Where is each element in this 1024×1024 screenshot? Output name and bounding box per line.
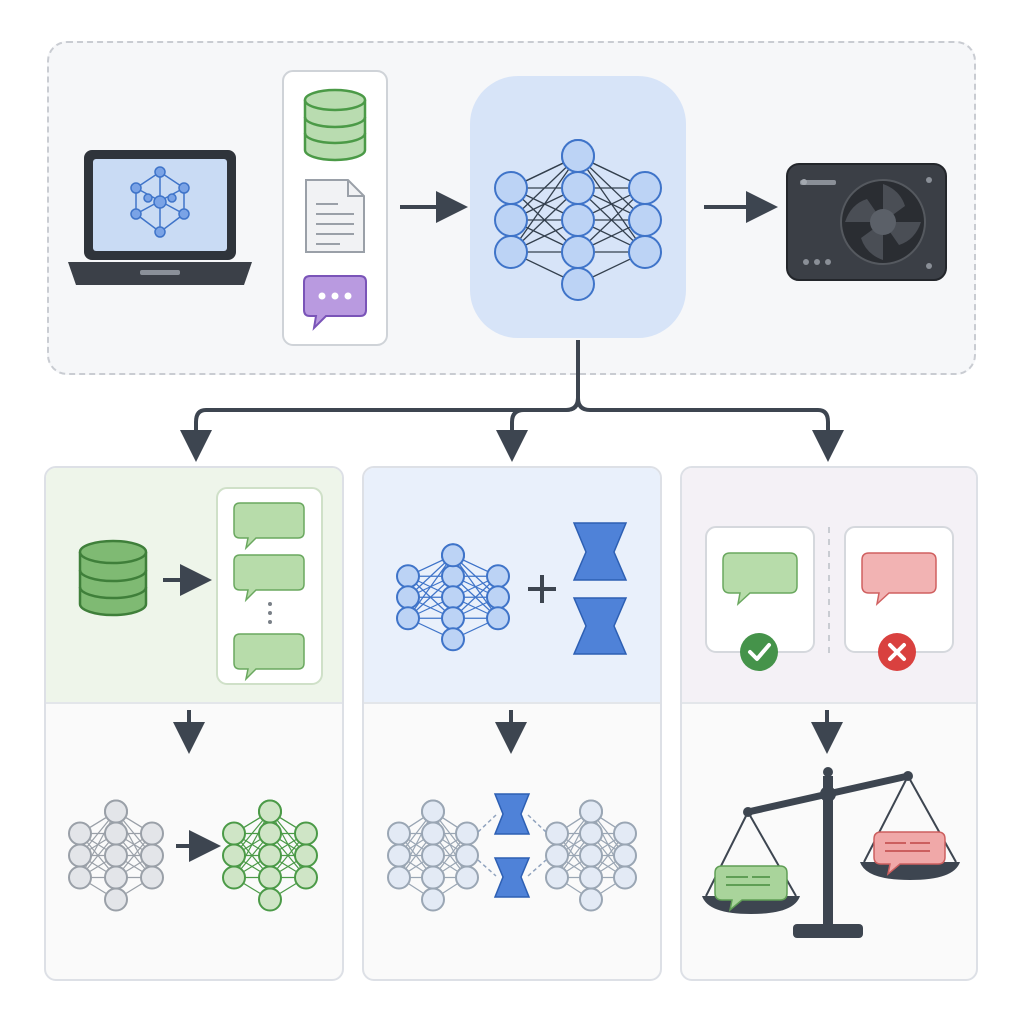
example-conversations-card — [216, 487, 323, 685]
gpu-card-icon — [786, 163, 947, 281]
network-node — [294, 821, 318, 846]
network-node — [561, 267, 595, 301]
network-node — [258, 887, 282, 912]
network-node — [396, 585, 420, 610]
network-node — [561, 139, 595, 173]
network-node — [421, 843, 445, 868]
network-edge — [398, 811, 434, 878]
network-node — [441, 627, 465, 652]
network-node — [561, 203, 595, 237]
network-node — [579, 887, 603, 912]
network-node — [613, 821, 637, 846]
network-node — [455, 865, 479, 890]
network-node — [258, 821, 282, 846]
network-node — [579, 799, 603, 824]
network-node — [387, 865, 411, 890]
document-icon — [305, 179, 365, 253]
base-model-icon — [68, 799, 164, 912]
network-node — [387, 843, 411, 868]
adapter-block-icon — [572, 522, 628, 655]
network-node — [140, 843, 164, 868]
network-node — [258, 843, 282, 868]
network-node — [628, 235, 662, 269]
network-node — [104, 821, 128, 846]
network-node — [68, 843, 92, 868]
network-node — [294, 865, 318, 890]
neural-network-icon — [470, 76, 686, 338]
network-node — [441, 585, 465, 610]
network-node — [222, 843, 246, 868]
network-node — [579, 821, 603, 846]
rejected-response-card — [844, 526, 954, 671]
database-icon — [303, 88, 367, 162]
chat-bubble-icon — [873, 831, 946, 876]
network-node — [441, 543, 465, 568]
laptop-icon — [68, 150, 252, 285]
network-node — [545, 821, 569, 846]
network-node — [421, 799, 445, 824]
network-node — [628, 171, 662, 205]
network-node — [104, 799, 128, 824]
network-node — [104, 865, 128, 890]
network-node — [140, 865, 164, 890]
network-node — [441, 564, 465, 589]
network-node — [455, 821, 479, 846]
network-edge — [79, 811, 117, 878]
network-node — [258, 799, 282, 824]
network-node — [561, 235, 595, 269]
network-node — [104, 843, 128, 868]
check-icon — [740, 633, 778, 671]
network-node — [421, 865, 445, 890]
network-node — [68, 821, 92, 846]
network-node — [140, 821, 164, 846]
network-node — [455, 843, 479, 868]
fine-tuned-model-icon — [222, 799, 318, 912]
network-node — [421, 887, 445, 912]
frozen-model-icon — [387, 799, 479, 912]
network-node — [579, 865, 603, 890]
network-node — [545, 843, 569, 868]
chat-bubble-icon — [714, 865, 788, 912]
preferred-response-card — [705, 526, 815, 671]
network-node — [396, 564, 420, 589]
network-node — [579, 843, 603, 868]
network-node — [68, 865, 92, 890]
network-node — [441, 606, 465, 631]
neural-network-icon — [396, 543, 510, 652]
network-edge — [510, 155, 579, 253]
network-node — [294, 843, 318, 868]
network-node — [545, 865, 569, 890]
network-edge — [407, 554, 454, 619]
network-node — [494, 235, 528, 269]
network-node — [387, 821, 411, 846]
network-node — [486, 564, 510, 589]
balance-scale-icon — [702, 767, 960, 938]
network-edge — [556, 811, 592, 878]
plus-icon — [528, 575, 556, 603]
network-node — [104, 887, 128, 912]
network-node — [258, 865, 282, 890]
network-node — [396, 606, 420, 631]
chat-bubble-icon — [303, 275, 367, 331]
frozen-model-icon — [545, 799, 637, 912]
network-edge — [233, 811, 271, 878]
adapter-block-icon — [477, 793, 547, 898]
database-icon — [78, 539, 148, 617]
network-node — [222, 821, 246, 846]
x-icon — [878, 633, 916, 671]
network-node — [561, 171, 595, 205]
network-node — [486, 606, 510, 631]
network-node — [613, 843, 637, 868]
network-node — [628, 203, 662, 237]
network-node — [494, 203, 528, 237]
network-node — [486, 585, 510, 610]
network-node — [613, 865, 637, 890]
data-sources-card — [282, 70, 388, 346]
network-node — [494, 171, 528, 205]
network-node — [421, 821, 445, 846]
branch-connector — [180, 340, 844, 462]
network-node — [222, 865, 246, 890]
